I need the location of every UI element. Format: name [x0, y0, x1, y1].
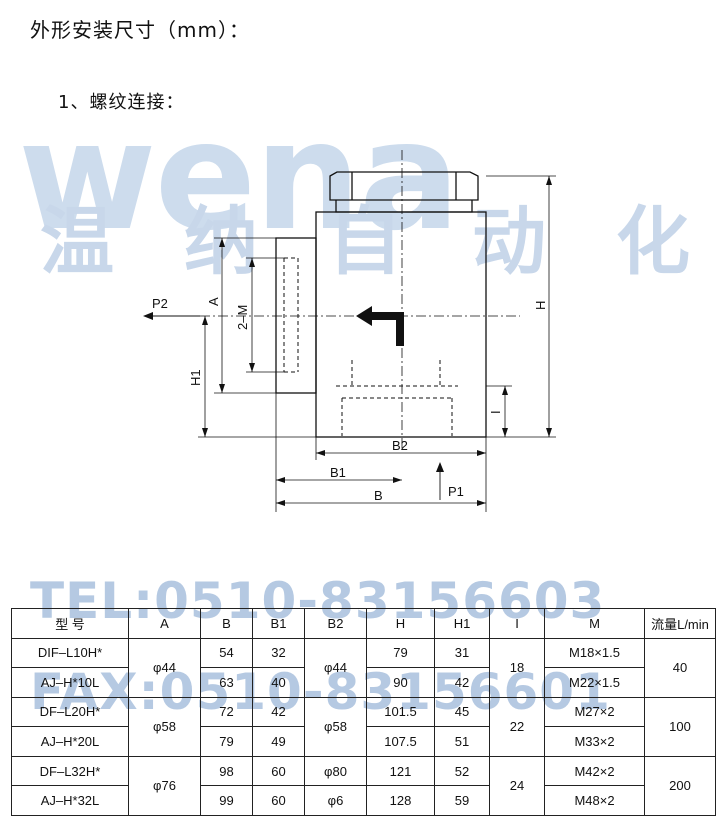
table-row: DIF–L10H* φ44 54 32 φ44 79 31 18 M18×1.5… — [11, 637, 716, 698]
i-cell: 24 — [489, 755, 545, 817]
label-a: A — [206, 297, 221, 306]
m-cell: M27×2 — [544, 696, 645, 728]
header-cell: H1 — [434, 608, 490, 639]
model-cell: DF–L32H* — [11, 755, 129, 787]
m-cell: M33×2 — [544, 726, 645, 757]
table-row: AJ–H*32L 99 60 φ6 128 59 M48×2 — [11, 785, 716, 816]
model-cell: AJ–H*10L — [11, 667, 129, 698]
h-cell: 121 — [366, 755, 435, 787]
watermark-logo: wena — [18, 90, 460, 264]
table-row: AJ–H*10L 63 40 90 42 M22×1.5 — [11, 667, 716, 698]
b-cell: 72 — [200, 696, 253, 728]
m-cell: M22×1.5 — [544, 667, 645, 698]
table-row: DF–L32H* φ76 98 60 φ80 121 52 24 M42×2 2… — [11, 755, 716, 817]
a-cell: φ58 — [128, 696, 201, 757]
a-cell: φ44 — [128, 637, 201, 698]
header-cell: B — [200, 608, 253, 639]
b1-cell: 49 — [252, 726, 305, 757]
h-cell: 79 — [366, 637, 435, 669]
b-cell: 79 — [200, 726, 253, 757]
table-header-row: 型 号 A B B1 B2 H H1 I M 流量L/min — [11, 608, 716, 639]
label-b1: B1 — [330, 465, 346, 480]
m-cell: M42×2 — [544, 755, 645, 787]
h-cell: 128 — [366, 785, 435, 816]
label-p1: P1 — [448, 484, 464, 499]
table-row: AJ–H*20L 79 49 107.5 51 M33×2 — [11, 726, 716, 757]
label-h1: H1 — [188, 369, 203, 386]
label-b2: B2 — [392, 438, 408, 453]
h1-cell: 45 — [434, 696, 490, 728]
h1-cell: 51 — [434, 726, 490, 757]
i-cell: 18 — [489, 637, 545, 698]
m-cell: M48×2 — [544, 785, 645, 816]
table-row: DF–L20H* φ58 72 42 φ58 101.5 45 22 M27×2… — [11, 696, 716, 757]
b1-cell: 60 — [252, 785, 305, 816]
header-cell: 型 号 — [11, 608, 129, 639]
b2-cell: φ6 — [304, 785, 367, 816]
b2-cell: φ80 — [304, 755, 367, 787]
h1-cell: 31 — [434, 637, 490, 669]
h1-cell: 42 — [434, 667, 490, 698]
b1-cell: 60 — [252, 755, 305, 787]
label-2m: 2–M — [235, 305, 250, 330]
side-port — [275, 237, 317, 394]
h-cell: 101.5 — [366, 696, 435, 728]
b-cell: 63 — [200, 667, 253, 698]
flow-cell: 40 — [644, 637, 716, 698]
a-cell: φ76 — [128, 755, 201, 817]
h1-cell: 52 — [434, 755, 490, 787]
b1-cell: 32 — [252, 637, 305, 669]
b2-cell: φ44 — [304, 637, 367, 698]
header-cell: H — [366, 608, 435, 639]
header-cell: M — [544, 608, 645, 639]
hex-nut — [329, 171, 479, 201]
flow-cell: 100 — [644, 696, 716, 757]
h1-cell: 59 — [434, 785, 490, 816]
model-cell: DF–L20H* — [11, 696, 129, 728]
b1-cell: 42 — [252, 696, 305, 728]
h-cell: 107.5 — [366, 726, 435, 757]
watermark-company: 温纳自动化 — [40, 199, 726, 285]
m-cell: M18×1.5 — [544, 637, 645, 669]
label-b: B — [374, 488, 383, 503]
i-cell: 22 — [489, 696, 545, 757]
header-cell: B2 — [304, 608, 367, 639]
technical-drawing: P2 A 2–M H1 H I B2 B1 B P1 — [143, 150, 556, 512]
b2-cell: φ58 — [304, 696, 367, 757]
label-i: I — [488, 410, 503, 414]
page-title: 外形安装尺寸（mm）： — [30, 18, 250, 42]
model-cell: DIF–L10H* — [11, 637, 129, 669]
model-cell: AJ–H*20L — [11, 726, 129, 757]
b-cell: 54 — [200, 637, 253, 669]
header-cell: I — [489, 608, 545, 639]
flow-cell: 200 — [644, 755, 716, 817]
flow-direction-arrow — [356, 306, 404, 346]
section-title: 1、螺纹连接： — [58, 92, 185, 113]
spec-table: 型 号 A B B1 B2 H H1 I M 流量L/min DIF–L10H*… — [11, 608, 716, 817]
b1-cell: 40 — [252, 667, 305, 698]
label-p2: P2 — [152, 296, 168, 311]
header-cell: 流量L/min — [644, 608, 716, 639]
h-cell: 90 — [366, 667, 435, 698]
header-cell: A — [128, 608, 201, 639]
header-cell: B1 — [252, 608, 305, 639]
label-h: H — [533, 301, 548, 310]
model-cell: AJ–H*32L — [11, 785, 129, 816]
b-cell: 99 — [200, 785, 253, 816]
b-cell: 98 — [200, 755, 253, 787]
